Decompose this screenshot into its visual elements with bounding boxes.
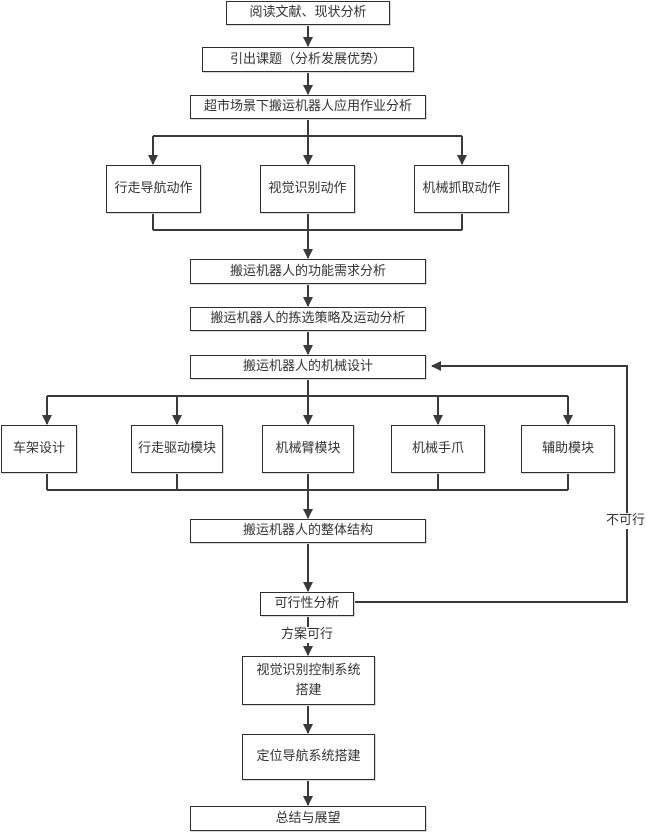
node-application-analysis: 超市场景下搬运机器人应用作业分析 bbox=[190, 95, 426, 119]
node-label: 可行性分析 bbox=[274, 596, 340, 611]
node-label: 定位导航系统搭建 bbox=[256, 749, 361, 764]
edge-label-feasible: 方案可行 bbox=[281, 627, 334, 643]
node-label: 搬运机器人的机械设计 bbox=[242, 359, 373, 374]
node-mechanical-design: 搬运机器人的机械设计 bbox=[190, 355, 426, 379]
node-label: 超市场景下搬运机器人应用作业分析 bbox=[203, 99, 412, 114]
node-label: 行走驱动模块 bbox=[137, 441, 216, 456]
node-label: 搬运机器人的整体结构 bbox=[242, 523, 373, 538]
node-walking-navigation: 行走导航动作 bbox=[106, 165, 201, 213]
node-label: 辅助模块 bbox=[541, 441, 594, 456]
node-functional-requirements: 搬运机器人的功能需求分析 bbox=[190, 259, 426, 284]
node-label-line2: 搭建 bbox=[295, 682, 322, 698]
node-label-line1: 视觉识别控制系统 bbox=[256, 662, 361, 678]
node-label: 总结与展望 bbox=[275, 810, 341, 826]
node-label: 引出课题（分析发展优势） bbox=[229, 51, 386, 67]
node-label: 搬运机器人的拣选策略及运动分析 bbox=[210, 311, 406, 326]
node-visual-control-system: 视觉识别控制系统 搭建 bbox=[242, 656, 375, 705]
node-label: 机械抓取动作 bbox=[422, 181, 501, 196]
node-label: 车架设计 bbox=[12, 441, 65, 456]
edge-n10-n7-feedback bbox=[353, 361, 628, 603]
node-drive-module: 行走驱动模块 bbox=[131, 425, 223, 473]
node-topic-introduction: 引出课题（分析发展优势） bbox=[202, 47, 414, 72]
node-label: 视觉识别动作 bbox=[268, 181, 347, 196]
node-arm-module: 机械臂模块 bbox=[262, 425, 354, 473]
node-feasibility-analysis: 可行性分析 bbox=[260, 592, 354, 616]
node-frame-design: 车架设计 bbox=[1, 425, 77, 473]
node-literature-review: 阅读文献、现状分析 bbox=[226, 1, 390, 25]
node-picking-strategy: 搬运机器人的拣选策略及运动分析 bbox=[190, 307, 426, 331]
node-gripper: 机械手爪 bbox=[391, 425, 485, 473]
node-label: 搬运机器人的功能需求分析 bbox=[229, 263, 386, 279]
node-auxiliary-module: 辅助模块 bbox=[521, 425, 615, 473]
node-label: 机械手爪 bbox=[411, 441, 464, 456]
node-overall-structure: 搬运机器人的整体结构 bbox=[190, 519, 426, 543]
node-label: 阅读文献、现状分析 bbox=[249, 5, 367, 20]
node-summary-outlook: 总结与展望 bbox=[190, 806, 426, 831]
node-label: 机械臂模块 bbox=[275, 441, 341, 456]
edge-label-not-feasible: 不可行 bbox=[606, 513, 646, 529]
node-navigation-system: 定位导航系统搭建 bbox=[242, 734, 375, 780]
node-visual-recognition: 视觉识别动作 bbox=[260, 165, 355, 213]
node-mechanical-grasping: 机械抓取动作 bbox=[414, 165, 509, 213]
node-label: 行走导航动作 bbox=[114, 181, 193, 196]
